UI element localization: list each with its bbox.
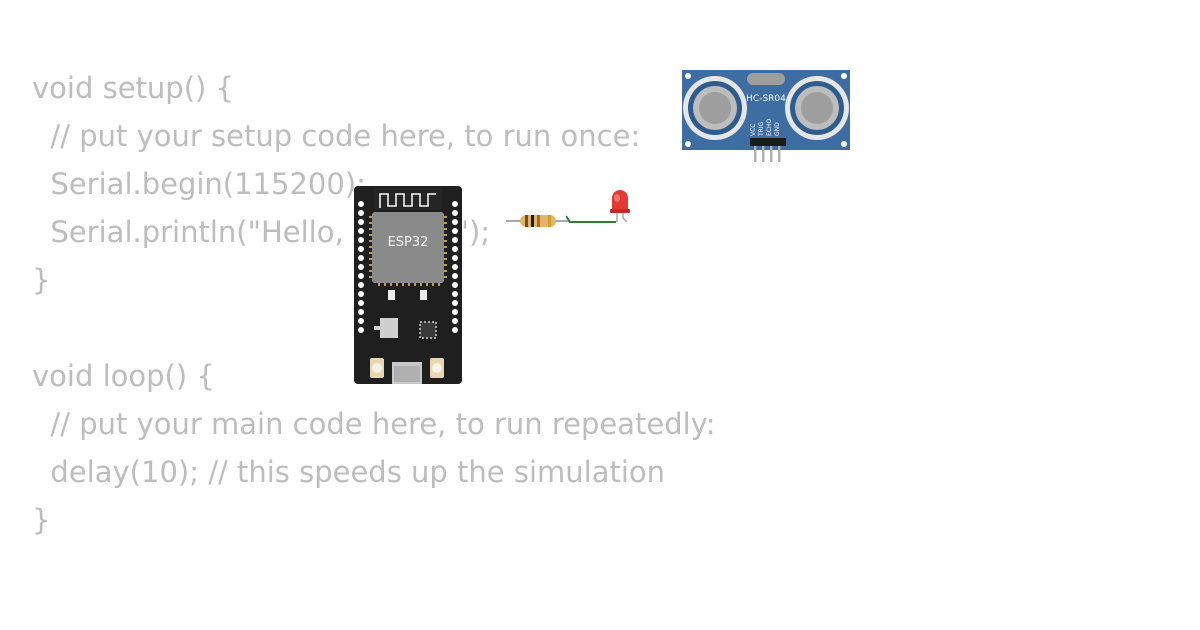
ultrasonic-sensor-graphic: HC-SR04 VCC TRIG ECHO GND [682, 70, 850, 162]
code-line: } [32, 503, 51, 537]
code-line: // put your main code here, to run repea… [32, 407, 716, 441]
led[interactable] [608, 188, 634, 226]
esp32-label: ESP32 [388, 235, 429, 250]
code-line: void setup() { [32, 71, 234, 105]
code-editor[interactable]: void setup() { // put your setup code he… [32, 64, 716, 592]
sensor-label: HC-SR04 [746, 94, 786, 104]
wire[interactable] [565, 206, 628, 226]
esp32-board-graphic: ESP32 [354, 186, 462, 384]
code-line: // put your setup code here, to run once… [32, 119, 641, 153]
wire-graphic [565, 215, 616, 223]
code-line: Serial.begin(115200); [32, 167, 366, 201]
resistor-graphic [506, 215, 570, 227]
code-line: } [32, 263, 51, 297]
led-graphic [610, 190, 630, 223]
esp32-board[interactable]: ESP32 [354, 186, 462, 384]
pin-label-vcc: VCC [750, 124, 757, 136]
ultrasonic-sensor[interactable]: HC-SR04 VCC TRIG ECHO GND [680, 68, 852, 166]
code-line: void loop() { [32, 359, 215, 393]
pin-label-trig: TRIG [758, 121, 765, 137]
pin-label-gnd: GND [774, 122, 781, 136]
code-line: delay(10); // this speeds up the simulat… [32, 455, 666, 489]
resistor[interactable] [506, 212, 570, 230]
pin-label-echo: ECHO [766, 119, 773, 136]
